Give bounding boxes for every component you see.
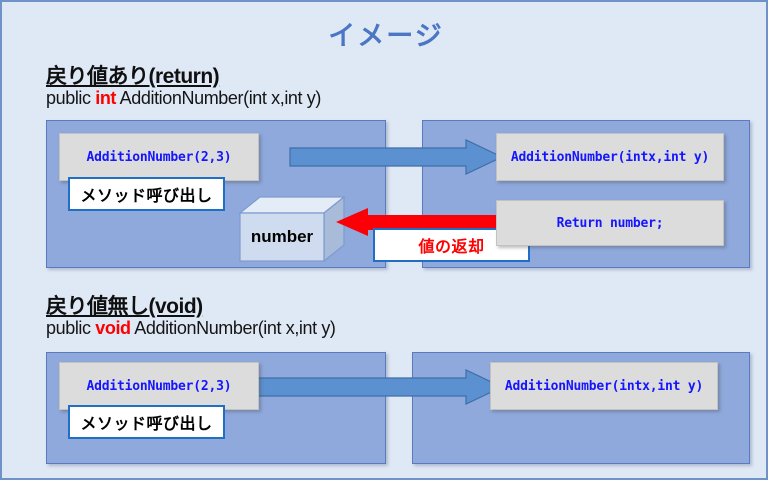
method-call-callout-return: メソッド呼び出し	[68, 177, 225, 211]
signature-keyword-void: void	[95, 318, 131, 338]
signature-prefix-void: public	[46, 318, 96, 338]
signature-suffix-void: AdditionNumber(int x,int y)	[130, 318, 336, 338]
section-signature-void: public void AdditionNumber(int x,int y)	[46, 318, 336, 339]
caller-code-box-return: AdditionNumber(2,3)	[59, 133, 259, 181]
callee-code-box-return: AdditionNumber(intx,int y)	[496, 133, 724, 181]
signature-keyword-int: int	[95, 88, 117, 108]
method-call-callout-void: メソッド呼び出し	[68, 405, 225, 439]
signature-prefix: public	[46, 88, 96, 108]
section-heading-void: 戻り値無し(void)	[46, 295, 203, 318]
section-signature-return: public int AdditionNumber(int x,int y)	[46, 88, 321, 109]
number-variable-cube: number	[238, 195, 346, 263]
page-title: イメージ	[328, 21, 444, 51]
callee-return-statement-box: Return number;	[496, 200, 724, 246]
section-heading-return: 戻り値あり(return)	[46, 65, 220, 88]
call-arrow-return	[289, 139, 504, 175]
call-arrow-void	[249, 369, 504, 405]
signature-suffix: AdditionNumber(int x,int y)	[116, 88, 322, 108]
callee-code-box-void: AdditionNumber(intx,int y)	[490, 362, 718, 410]
caller-code-box-void: AdditionNumber(2,3)	[59, 362, 259, 410]
